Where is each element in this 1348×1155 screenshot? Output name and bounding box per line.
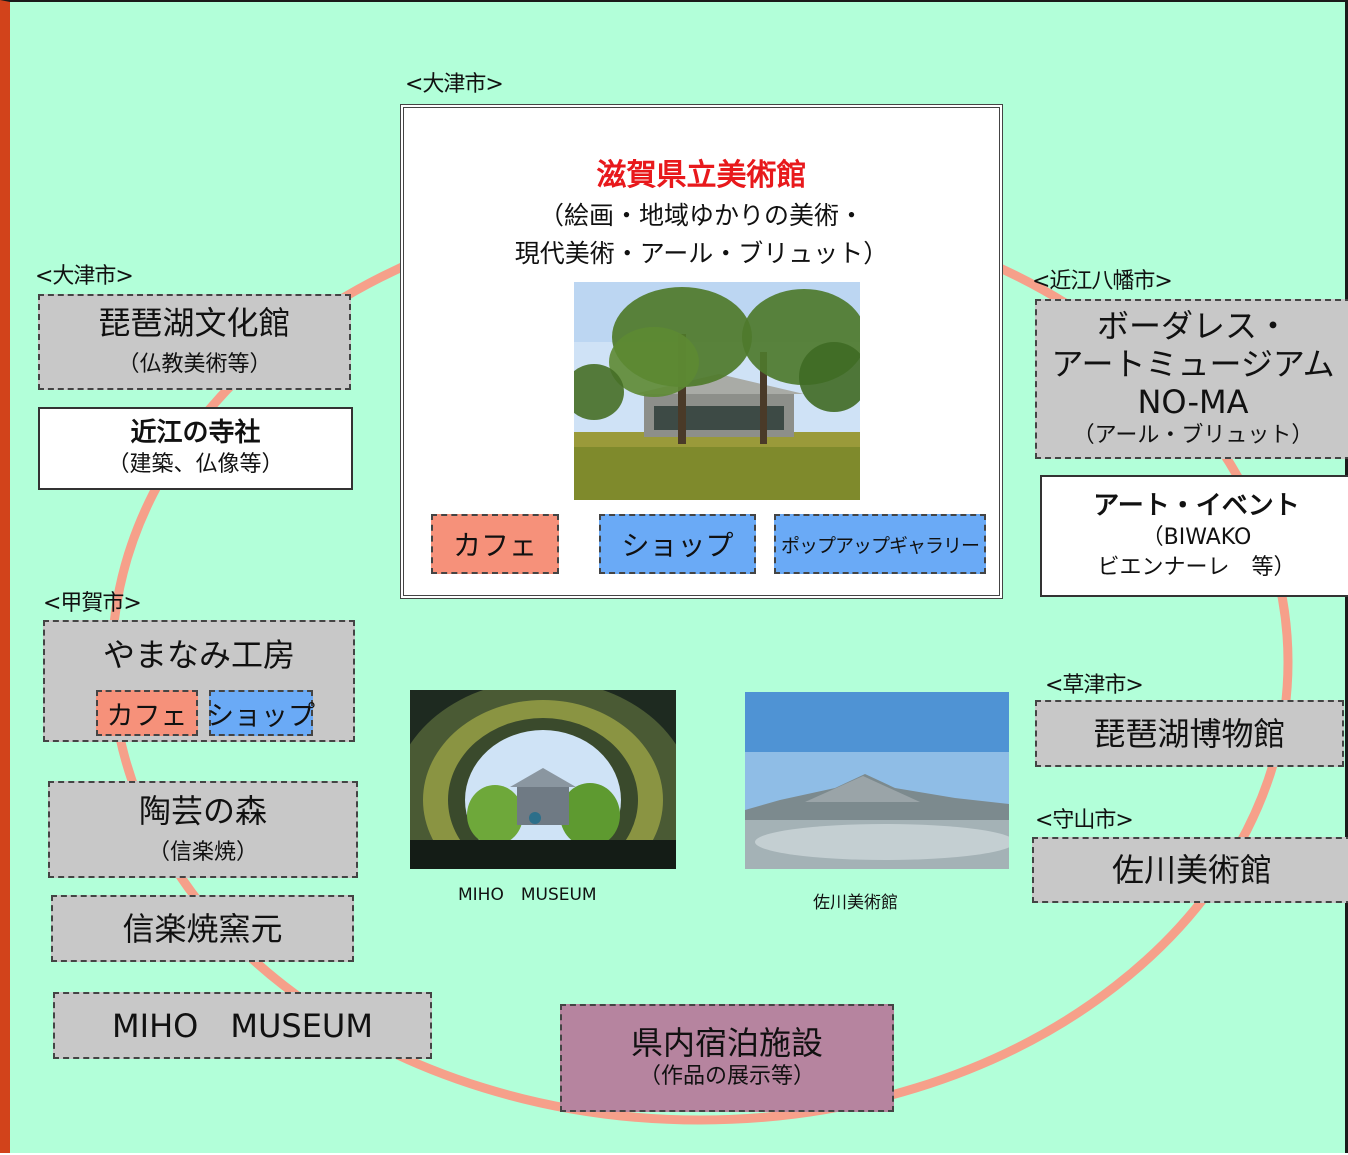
- center-cafe-chip: カフェ: [431, 514, 559, 574]
- region-label-kusatsu: <草津市>: [1045, 673, 1144, 698]
- sagawa-photo: [745, 692, 1009, 869]
- shiga-museum-desc-line2: 現代美術・アール・ブリュット）: [514, 239, 889, 268]
- miho-name: MIHO MUSEUM: [112, 1006, 373, 1045]
- sagawa-name: 佐川美術館: [1111, 851, 1272, 889]
- shiga-museum-box[interactable]: 滋賀県立美術館 （絵画・地域ゆかりの美術・ 現代美術・アール・ブリュット）: [400, 104, 1003, 599]
- lodging-name: 県内宿泊施設: [630, 1024, 823, 1062]
- sagawa-photo-icon: [745, 692, 1009, 869]
- region-label-moriyama: <守山市>: [1035, 808, 1134, 833]
- art-event-note1: （BIWAKO: [1141, 524, 1252, 550]
- temples-name: 近江の寺社: [130, 418, 261, 448]
- togei-name: 陶芸の森: [138, 791, 267, 830]
- togei-note: （信楽焼）: [147, 839, 258, 865]
- noma-line2: アートミュージアム: [1051, 345, 1335, 383]
- biwako-bunkakan-name: 琵琶湖文化館: [98, 304, 291, 342]
- noma-box[interactable]: ボーダレス・ アートミュージアム NO-MA （アール・ブリュット）: [1035, 299, 1348, 459]
- center-shop-chip: ショップ: [599, 514, 756, 574]
- art-event-box[interactable]: アート・イベント （BIWAKO ビエンナーレ 等）: [1040, 475, 1348, 597]
- biwako-bunkakan-note: （仏教美術等）: [117, 352, 272, 377]
- togei-box[interactable]: 陶芸の森 （信楽焼）: [48, 781, 358, 878]
- region-label-omihachiman: <近江八幡市>: [1032, 269, 1173, 294]
- yamanami-box[interactable]: やまなみ工房: [43, 620, 355, 742]
- lake-museum-name: 琵琶湖博物館: [1093, 714, 1286, 753]
- lake-museum-box[interactable]: 琵琶湖博物館: [1035, 700, 1344, 767]
- museum-photo-icon: [574, 282, 860, 500]
- center-popup-gallery-chip: ポップアップギャラリー: [774, 514, 986, 574]
- shiga-museum-title: 滋賀県立美術館: [596, 158, 807, 193]
- shiga-museum-photo: [574, 282, 860, 500]
- miho-box[interactable]: MIHO MUSEUM: [53, 992, 432, 1059]
- art-event-note2: ビエンナーレ 等）: [1097, 554, 1296, 580]
- shiga-museum-desc-line1: （絵画・地域ゆかりの美術・: [538, 201, 864, 230]
- lodging-box[interactable]: 県内宿泊施設 （作品の展示等）: [560, 1004, 894, 1112]
- miho-photo: [410, 690, 676, 869]
- sagawa-photo-caption: 佐川美術館: [813, 893, 898, 913]
- miho-photo-caption: MIHO MUSEUM: [458, 885, 597, 905]
- noma-note: （アール・ブリュット）: [1072, 423, 1314, 448]
- yamanami-shop-chip: ショップ: [207, 690, 315, 736]
- kiln-box[interactable]: 信楽焼窯元: [51, 895, 354, 962]
- temples-note: （建築、仏像等）: [107, 452, 284, 477]
- art-event-name: アート・イベント: [1093, 490, 1300, 521]
- yamanami-cafe-chip: カフェ: [96, 690, 198, 736]
- region-label-otsu-center: <大津市>: [405, 72, 504, 97]
- lodging-note: （作品の展示等）: [638, 1064, 815, 1089]
- yamanami-name: やまなみ工房: [102, 636, 295, 674]
- kiln-name: 信楽焼窯元: [122, 909, 283, 948]
- biwako-bunkakan-box[interactable]: 琵琶湖文化館 （仏教美術等）: [38, 294, 351, 390]
- noma-line3: NO-MA: [1137, 383, 1249, 421]
- temples-box[interactable]: 近江の寺社 （建築、仏像等）: [38, 407, 353, 490]
- sagawa-box[interactable]: 佐川美術館: [1032, 837, 1348, 903]
- region-label-koka: <甲賀市>: [43, 591, 142, 616]
- tunnel-photo-icon: [410, 690, 676, 869]
- noma-line1: ボーダレス・: [1096, 307, 1289, 345]
- region-label-otsu-left: <大津市>: [35, 264, 134, 289]
